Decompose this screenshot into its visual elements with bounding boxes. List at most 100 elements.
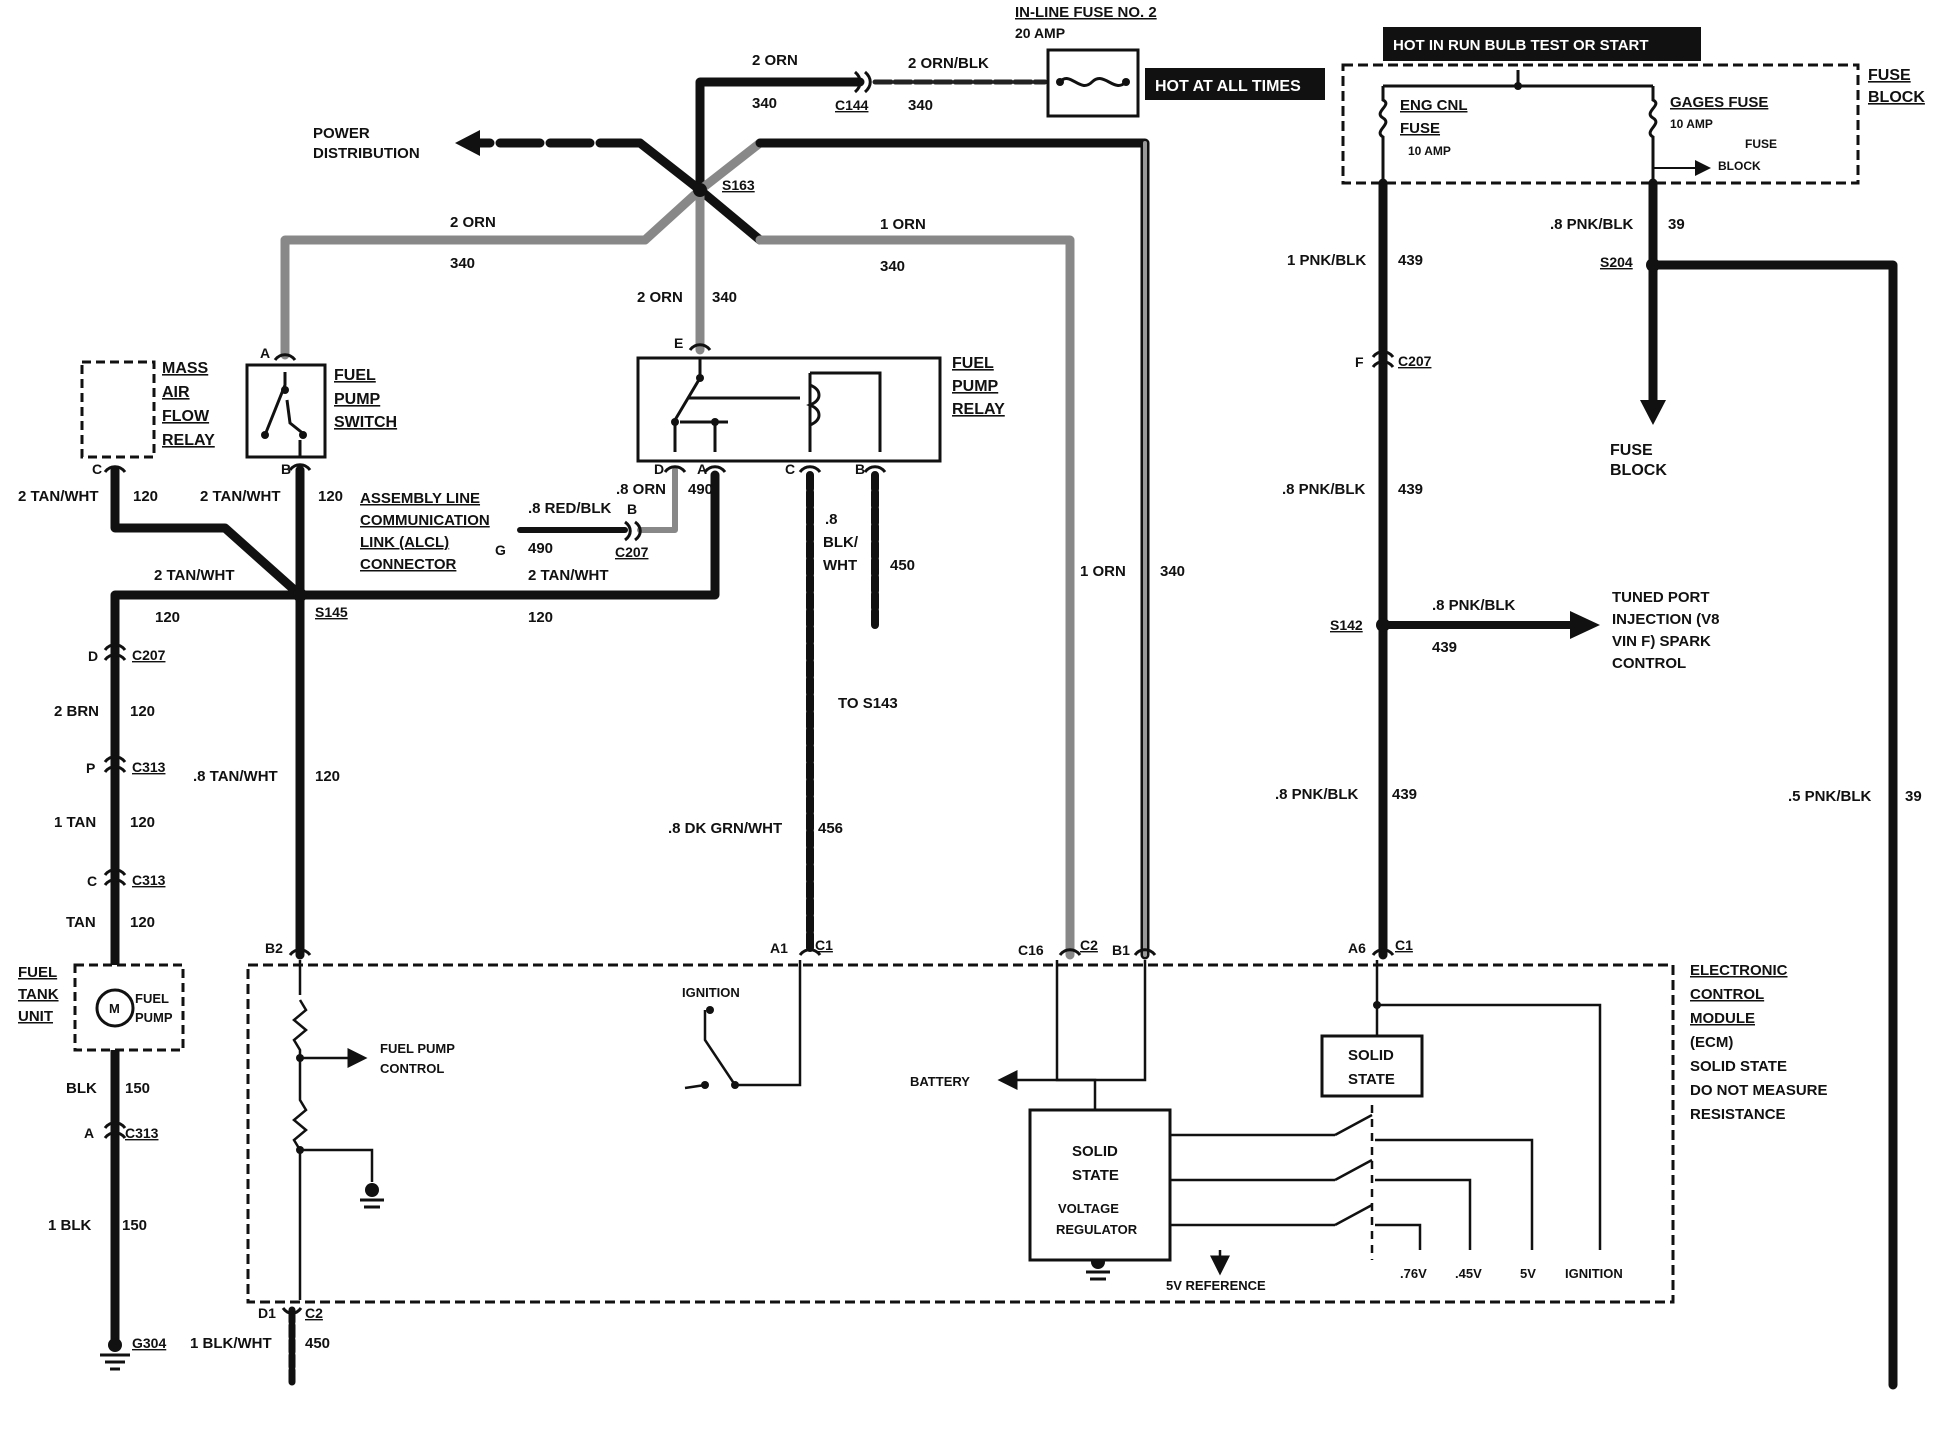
ecm-label-5: SOLID STATE	[1690, 1058, 1787, 1075]
inline-fuse	[1046, 48, 1140, 118]
fuse-block-arrow-2: BLOCK	[1610, 462, 1667, 479]
wire-label: WHT	[823, 557, 857, 574]
tank-label-2: TANK	[18, 986, 59, 1003]
wire-circuit: 439	[1392, 786, 1417, 803]
wire-label: TAN	[66, 914, 96, 931]
wire-label: .8 PNK/BLK	[1432, 597, 1516, 614]
wire-label: 1 TAN	[54, 814, 96, 831]
wire-circuit: 120	[315, 768, 340, 785]
fuel-pump-relay-box	[636, 356, 942, 463]
c1b-label: C1	[1395, 937, 1413, 953]
inline-fuse-title: IN-LINE FUSE NO. 2	[1015, 4, 1157, 21]
relay-coil	[806, 383, 821, 427]
c207a-label: C207	[132, 647, 166, 663]
fuse-block-arrow-1: FUSE	[1610, 442, 1653, 459]
fuse-block-box	[1341, 63, 1860, 185]
splice-s145-label: S145	[315, 604, 348, 620]
ecm-node-4	[731, 1081, 739, 1089]
mass-air-flow-relay-box	[80, 360, 156, 459]
fuel-pump-control-2: CONTROL	[380, 1061, 444, 1076]
c207c-label: C207	[615, 544, 649, 560]
wire-circuit: 120	[130, 814, 155, 831]
tuned-port-arrowhead	[1570, 611, 1600, 639]
wire-label: .8 TAN/WHT	[193, 768, 278, 785]
power-distribution-2: DISTRIBUTION	[313, 145, 420, 162]
pin-c313-c: C	[87, 873, 97, 889]
v5-label: 5V	[1520, 1266, 1536, 1281]
inline-fuse-rating: 20 AMP	[1015, 25, 1065, 41]
splice-s145	[293, 588, 307, 602]
ecm-label-7: RESISTANCE	[1690, 1106, 1786, 1123]
pin-d1: D1	[258, 1305, 276, 1321]
pin-c16: C16	[1018, 942, 1044, 958]
wire-s145-to-relay-a	[295, 470, 720, 600]
alcl-label-4: CONNECTOR	[360, 556, 457, 573]
tank-label-3: UNIT	[18, 1008, 53, 1025]
c1a-label: C1	[815, 937, 833, 953]
ecm-battery: BATTERY	[910, 1074, 970, 1089]
wire-label: .8 RED/BLK	[528, 500, 612, 517]
splice-s204-label: S204	[1600, 254, 1633, 270]
gages-fuse-symbol	[1648, 86, 1658, 183]
wire-circuit: 120	[130, 914, 155, 931]
wire-circuit: 490	[688, 481, 713, 498]
fuel-pump-control-1: FUEL PUMP	[380, 1041, 455, 1056]
wire-circuit: 490	[528, 540, 553, 557]
c2a-label: C2	[1080, 937, 1098, 953]
fpr-label-2: PUMP	[952, 378, 999, 395]
splice-s142-label: S142	[1330, 617, 1363, 633]
wire-orn-to-switch	[280, 235, 650, 360]
fps-label-2: PUMP	[334, 391, 381, 408]
pin-switch-b: B	[281, 461, 291, 477]
wire-circuit: 150	[125, 1080, 150, 1097]
fuse-block-bus-node	[1514, 82, 1522, 90]
alcl-label-2: COMMUNICATION	[360, 512, 490, 529]
fuse-block-label-1: FUSE	[1868, 67, 1911, 84]
eng-cnl-fuse-symbol	[1378, 86, 1388, 183]
ecm-label-1: ELECTRONIC	[1690, 962, 1788, 979]
c313c-label: C313	[125, 1125, 159, 1141]
fuel-pump-label-1: FUEL	[135, 991, 169, 1006]
ecm-ground-icon	[360, 1183, 384, 1209]
wire-alcl-orn	[637, 467, 678, 533]
maf-label-2: AIR	[162, 384, 190, 401]
wire-group	[110, 77, 1898, 1390]
ecm-node-5	[706, 1006, 714, 1014]
ecm-node-2	[296, 1146, 304, 1154]
fuse-block-arrowhead	[1640, 400, 1666, 425]
wire-label: 2 ORN	[637, 289, 683, 306]
wire-s204-to-right	[1648, 260, 1898, 1390]
pin-c313-a: A	[84, 1125, 94, 1141]
tuned-port-1: TUNED PORT	[1612, 589, 1710, 606]
ground-g304-icon	[100, 1338, 130, 1371]
wire-label: 2 TAN/WHT	[18, 488, 99, 505]
wire-circuit: 340	[1160, 563, 1185, 580]
v45-label: .45V	[1455, 1266, 1482, 1281]
ecm-box	[246, 963, 1675, 1304]
fpr-label-3: RELAY	[952, 401, 1005, 418]
wire-label: BLK	[66, 1080, 97, 1097]
pin-relay-e: E	[674, 335, 683, 351]
pin-alcl-g: G	[495, 542, 506, 558]
wire-circuit: 120	[130, 703, 155, 720]
wire-label: 2 TAN/WHT	[528, 567, 609, 584]
wire-label: 1 BLK	[48, 1217, 92, 1234]
wire-label: 2 ORN	[752, 52, 798, 69]
fuel-pump-switch-contacts	[263, 372, 306, 458]
pin-alcl-b: B	[627, 501, 637, 517]
wire-label: BLK/	[823, 534, 859, 551]
ecm-label-6: DO NOT MEASURE	[1690, 1082, 1828, 1099]
fps-label-1: FUEL	[334, 367, 376, 384]
wire-circuit: 450	[305, 1335, 330, 1352]
wire-maf-to-s145	[110, 465, 305, 600]
wire-label: .8 PNK/BLK	[1275, 786, 1359, 803]
ecm-node-1	[296, 1054, 304, 1062]
wire-circuit: 340	[908, 97, 933, 114]
hot-run-label: HOT IN RUN BULB TEST OR START	[1393, 37, 1649, 54]
c2b-label: C2	[305, 1305, 323, 1321]
voltage-regulator-box	[1028, 1108, 1172, 1262]
regulator-label-1: SOLID	[1072, 1143, 1118, 1160]
wire-circuit: 120	[528, 609, 553, 626]
c313b-label: C313	[132, 872, 166, 888]
splice-s204	[1646, 258, 1660, 272]
